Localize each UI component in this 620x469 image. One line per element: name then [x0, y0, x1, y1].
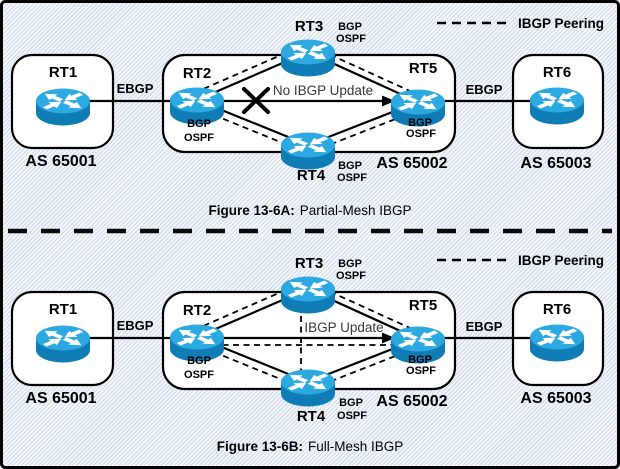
rt4-label-b: RT4: [297, 408, 326, 425]
rt5-label-a: RT5: [409, 60, 437, 77]
rt3-bgp-label-a: BGP: [338, 21, 362, 33]
figure-a-caption: Figure 13-6A: Partial-Mesh IBGP: [208, 203, 411, 218]
figure-b-group: IBGP Update RT1 RT2 RT3 RT4 RT5 RT6 BGP …: [10, 253, 605, 454]
rt3-ospf-label-a: OSPF: [336, 33, 366, 45]
rt6-label-a: RT6: [543, 64, 571, 81]
rt5-bgp-label-b: BGP: [408, 354, 432, 366]
ebgp-left-label-a: EBGP: [117, 81, 154, 96]
update-label-b: IBGP Update: [304, 320, 383, 335]
router-icon-rt1-b: [36, 326, 90, 363]
rt2-bgp-label-a: BGP: [187, 118, 211, 130]
update-arrowhead-b: [382, 332, 395, 344]
rt2-label-a: RT2: [183, 65, 211, 82]
rt2-label-b: RT2: [183, 302, 211, 319]
rt5-label-b: RT5: [409, 297, 437, 314]
update-arrowhead-a: [382, 95, 395, 107]
as65002-label-a: AS 65002: [376, 155, 447, 172]
update-label-a: No IBGP Update: [273, 83, 373, 98]
as65001-label-a: AS 65001: [25, 153, 96, 170]
figure-b-caption: Figure 13-6B: Full-Mesh IBGP: [217, 439, 404, 454]
router-icon-rt4-b: [281, 370, 335, 407]
rt3-label-b: RT3: [295, 255, 323, 272]
legend-label-b: IBGP Peering: [518, 253, 604, 268]
rt2-ospf-label-b: OSPF: [184, 369, 214, 381]
router-icon-rt4-a: [281, 133, 335, 170]
router-icon-rt1-a: [36, 89, 90, 126]
as65003-label-b: AS 65003: [520, 390, 591, 407]
as65001-label-b: AS 65001: [25, 390, 96, 407]
rt3-ospf-label-b: OSPF: [336, 270, 366, 282]
legend-label-a: IBGP Peering: [518, 16, 604, 31]
figure-a-group: No IBGP Update RT1 RT2 RT3 RT4 RT5 RT6 B…: [10, 16, 605, 218]
ebgp-left-label-b: EBGP: [117, 318, 154, 333]
ebgp-right-label-b: EBGP: [466, 319, 503, 334]
rt4-label-a: RT4: [297, 167, 326, 184]
as65003-label-a: AS 65003: [520, 155, 591, 172]
ebgp-right-label-a: EBGP: [466, 82, 503, 97]
rt1-label-b: RT1: [49, 301, 77, 318]
rt4-ospf-label-b: OSPF: [337, 410, 367, 422]
rt5-ospf-label-a: OSPF: [406, 128, 436, 140]
rt4-bgp-label-a: BGP: [338, 160, 362, 172]
rt5-bgp-label-a: BGP: [408, 117, 432, 129]
rt2-ospf-label-a: OSPF: [184, 132, 214, 144]
rt3-bgp-label-b: BGP: [338, 258, 362, 270]
figure-a-caption-title: Partial-Mesh IBGP: [300, 203, 412, 218]
rt4-ospf-label-a: OSPF: [337, 172, 367, 184]
rt4-bgp-label-b: BGP: [339, 397, 363, 409]
rt1-label-a: RT1: [49, 64, 77, 81]
rt3-label-a: RT3: [295, 18, 323, 35]
figure-a-caption-label: Figure 13-6A:: [208, 203, 294, 218]
router-icon-rt6-b: [530, 325, 584, 362]
router-icon-rt3-a: [281, 40, 335, 77]
as65002-label-b: AS 65002: [376, 393, 447, 410]
rt6-label-b: RT6: [543, 301, 571, 318]
rt2-bgp-label-b: BGP: [187, 355, 211, 367]
figure-b-caption-label: Figure 13-6B:: [217, 439, 303, 454]
router-icon-rt3-b: [281, 277, 335, 314]
rt5-ospf-label-b: OSPF: [406, 365, 436, 377]
figure-b-caption-title: Full-Mesh IBGP: [308, 439, 403, 454]
router-icon-rt6-a: [530, 88, 584, 125]
blocked-x-icon: [242, 87, 270, 114]
